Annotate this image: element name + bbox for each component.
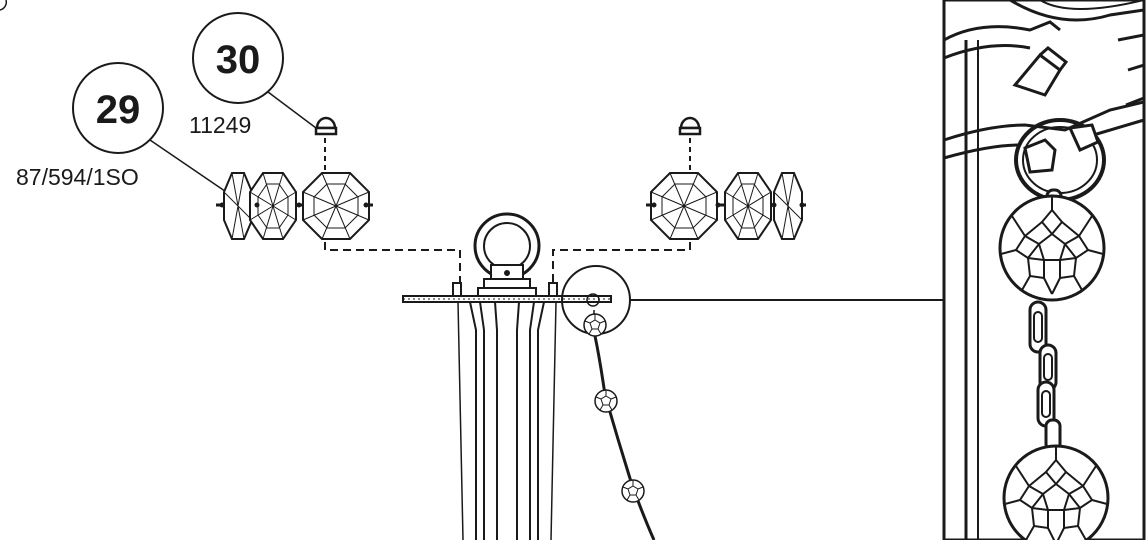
detail-ball-lower: [1002, 444, 1110, 540]
hanging-chain: [593, 335, 656, 540]
left-crystal-edge: [223, 172, 253, 240]
callout-29-number: 29: [96, 88, 141, 132]
left-crystal-front: [302, 172, 370, 240]
callout-30-circle: [192, 12, 284, 104]
callout-29: 29 87/594/1SO: [16, 62, 239, 201]
left-cap: [314, 116, 338, 136]
right-crystal-front: [650, 172, 718, 240]
right-crystal-arm: [552, 116, 806, 283]
callout-29-circle: [72, 62, 164, 154]
callout-30-code: 11249: [189, 112, 251, 138]
callout-30: 30 11249: [189, 12, 317, 138]
right-crystal-angled: [724, 172, 772, 240]
callout-30-number: 30: [216, 38, 261, 82]
callout-29-leader: [149, 139, 239, 201]
detail-ball-upper: [998, 194, 1106, 302]
right-cap: [678, 116, 702, 136]
detail-marker: [561, 265, 944, 540]
right-crystal-edge: [773, 172, 803, 240]
left-crystal-arm: [216, 116, 461, 283]
callout-29-code: 87/594/1SO: [16, 164, 139, 190]
corner-mark: [0, 0, 8, 11]
central-column: [402, 212, 612, 540]
detail-panel: [942, 0, 1146, 540]
callout-30-leader: [267, 91, 317, 129]
